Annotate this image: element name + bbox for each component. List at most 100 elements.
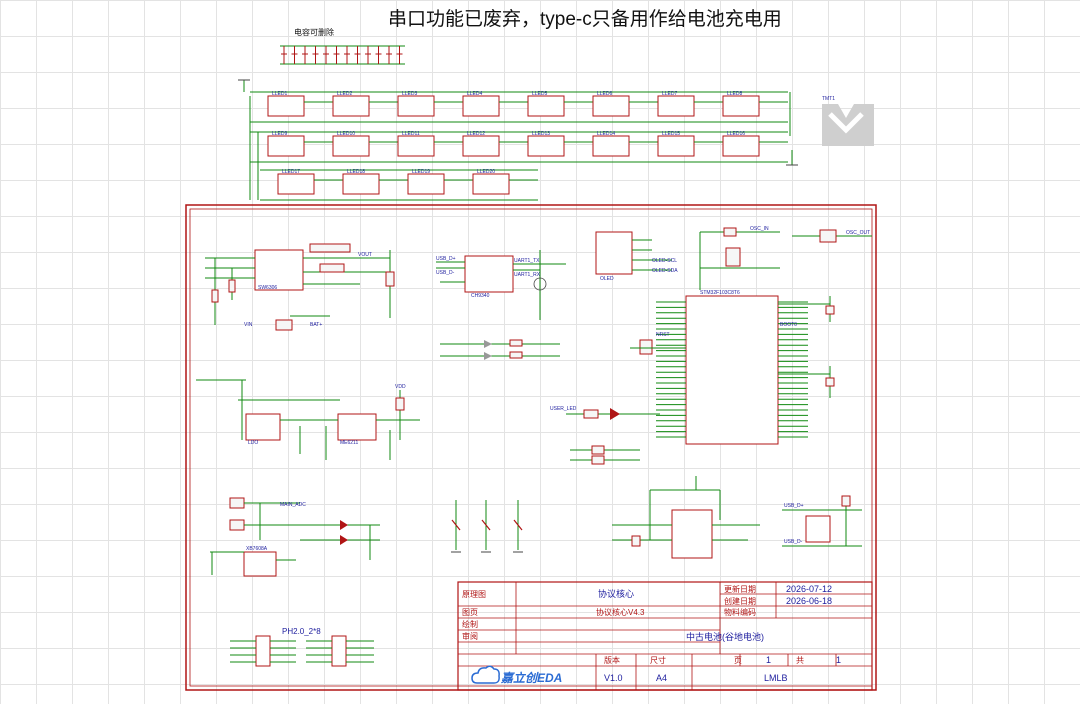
frame-inner: [189, 208, 873, 687]
typec-section: [612, 476, 760, 559]
u4-label: LDO: [248, 440, 258, 446]
capacitor-row: [280, 45, 405, 65]
vdd-net: VDD: [395, 384, 406, 390]
led-module: [527, 95, 565, 117]
led-module: [397, 95, 435, 117]
uart-rx-net: UART1_RX: [514, 272, 541, 278]
led-module: [332, 95, 370, 117]
led-module-label: LLED20: [477, 169, 495, 175]
bat-net: BAT+: [310, 322, 322, 328]
nrst-net: NRST: [656, 332, 670, 338]
tb-row4-label: 审阅: [462, 631, 478, 641]
led-module-label: LLED15: [662, 131, 680, 137]
osc-in-net: OSC_IN: [750, 226, 769, 232]
led-module: [722, 95, 760, 117]
led-module-label: LLED6: [597, 91, 613, 97]
uart-tx-net: UART1_TX: [514, 258, 540, 264]
tb-row3-label: 绘制: [462, 619, 478, 629]
led-module: [722, 135, 760, 157]
regulator-section: LDO ME6211 VDD: [196, 379, 420, 460]
led-module: [277, 173, 315, 195]
vout-net: VOUT: [358, 252, 372, 258]
usb-dm-net: USB_D-: [436, 270, 455, 276]
vin-net: VIN: [244, 322, 253, 328]
switch-contact: [451, 519, 461, 531]
tb-page-value: 1: [766, 655, 771, 665]
tb-version-value: V1.0: [604, 673, 623, 683]
led-module-label: LLED10: [337, 131, 355, 137]
title-block: 原理图 协议核心 图页 协议核心V4.3 绘制 审阅 更新日期 2026-07-…: [457, 581, 873, 691]
user-led-net: USER_LED: [550, 406, 577, 412]
connector-label: PH2.0_2*8: [282, 627, 321, 636]
led-module: [592, 135, 630, 157]
u1-label: SW6306: [258, 285, 277, 291]
led-module-label: LLED9: [272, 131, 288, 137]
eda-logo-text: 嘉立创EDA: [500, 671, 562, 685]
led-module: [592, 95, 630, 117]
tb-author: LMLB: [764, 673, 788, 683]
tb-page-label: 页: [734, 656, 742, 665]
headline: 串口功能已废弃，type-c只备用作给电池充电用: [388, 9, 782, 30]
usb-ttl-dp-net: USB_D+: [784, 503, 804, 509]
bottom-connectors: [230, 635, 374, 667]
adc-section: MAIN_ADC XB7608A: [210, 497, 380, 577]
led-module-label: LLED5: [532, 91, 548, 97]
tb-row2-label: 图页: [462, 608, 478, 617]
top-note: 电容可删除: [294, 28, 334, 37]
led-module-label: LLED12: [467, 131, 485, 137]
led-module-label: LLED14: [597, 131, 615, 137]
led-module-label: LLED11: [402, 131, 420, 137]
tb-total-value: 1: [836, 655, 841, 665]
power-section: SW6306 VIN VOUT BAT+: [205, 243, 395, 331]
tb-size-value: A4: [656, 673, 667, 683]
led-module: [267, 135, 305, 157]
usb-serial-section: CH9340 USB_D+ USB_D- UART1_TX UART1_RX: [436, 250, 566, 360]
tb-material-label: 物料编码: [724, 607, 756, 617]
led-module-label: LLED1: [272, 91, 288, 97]
tb-size-label: 尺寸: [650, 655, 666, 665]
tb-created-value: 2026-06-18: [786, 596, 832, 606]
led-module: [472, 173, 510, 195]
led-module-label: LLED18: [347, 169, 365, 175]
led-module: [342, 173, 380, 195]
cloud-logo-icon: [471, 665, 500, 684]
boot0-net: BOOT0: [780, 322, 797, 328]
led-module: [527, 135, 565, 157]
usb-dp-net: USB_D+: [436, 256, 456, 262]
oled-scl-net: OLED-SCL: [652, 258, 677, 264]
tb-updated-value: 2026-07-12: [786, 584, 832, 594]
tb-version-label: 版本: [604, 655, 620, 665]
oled-sda-net: OLED-SDA: [652, 268, 678, 274]
led-module-label: LLED8: [727, 91, 743, 97]
oled-section: OLED OLED-SCL OLED-SDA: [595, 231, 678, 282]
u6-label: XB7608A: [246, 546, 268, 552]
led-module: [267, 95, 305, 117]
led-module: [332, 135, 370, 157]
tb-created-label: 创建日期: [724, 596, 756, 606]
led-module-label: LLED17: [282, 169, 300, 175]
switch-section: [451, 500, 523, 553]
usb-ttl-dm-net: USB_D-: [784, 539, 803, 545]
led-module: [462, 135, 500, 157]
led-module-label: LLED7: [662, 91, 678, 97]
tb-row2-value: 协议核心V4.3: [596, 607, 645, 617]
mcu-section: STM32F103C8T6 BOOT0 NRST: [630, 290, 835, 445]
switch-contact: [513, 519, 523, 531]
osc-out-net: OSC_OUT: [846, 230, 870, 236]
led-module: [657, 135, 695, 157]
led-module-label: LLED13: [532, 131, 550, 137]
u3-label: STM32F103C8T6: [700, 290, 740, 296]
tb-updated-label: 更新日期: [724, 584, 756, 594]
main-adc-net: MAIN_ADC: [280, 502, 306, 508]
corner-logo: TMT1: [822, 96, 874, 146]
led-module-label: LLED3: [402, 91, 418, 97]
led-module: [397, 135, 435, 157]
led-module-label: LLED2: [337, 91, 353, 97]
switch-contact: [481, 519, 491, 531]
led-module: [407, 173, 445, 195]
led-module-label: LLED16: [727, 131, 745, 137]
oled-label: OLED: [600, 276, 614, 282]
